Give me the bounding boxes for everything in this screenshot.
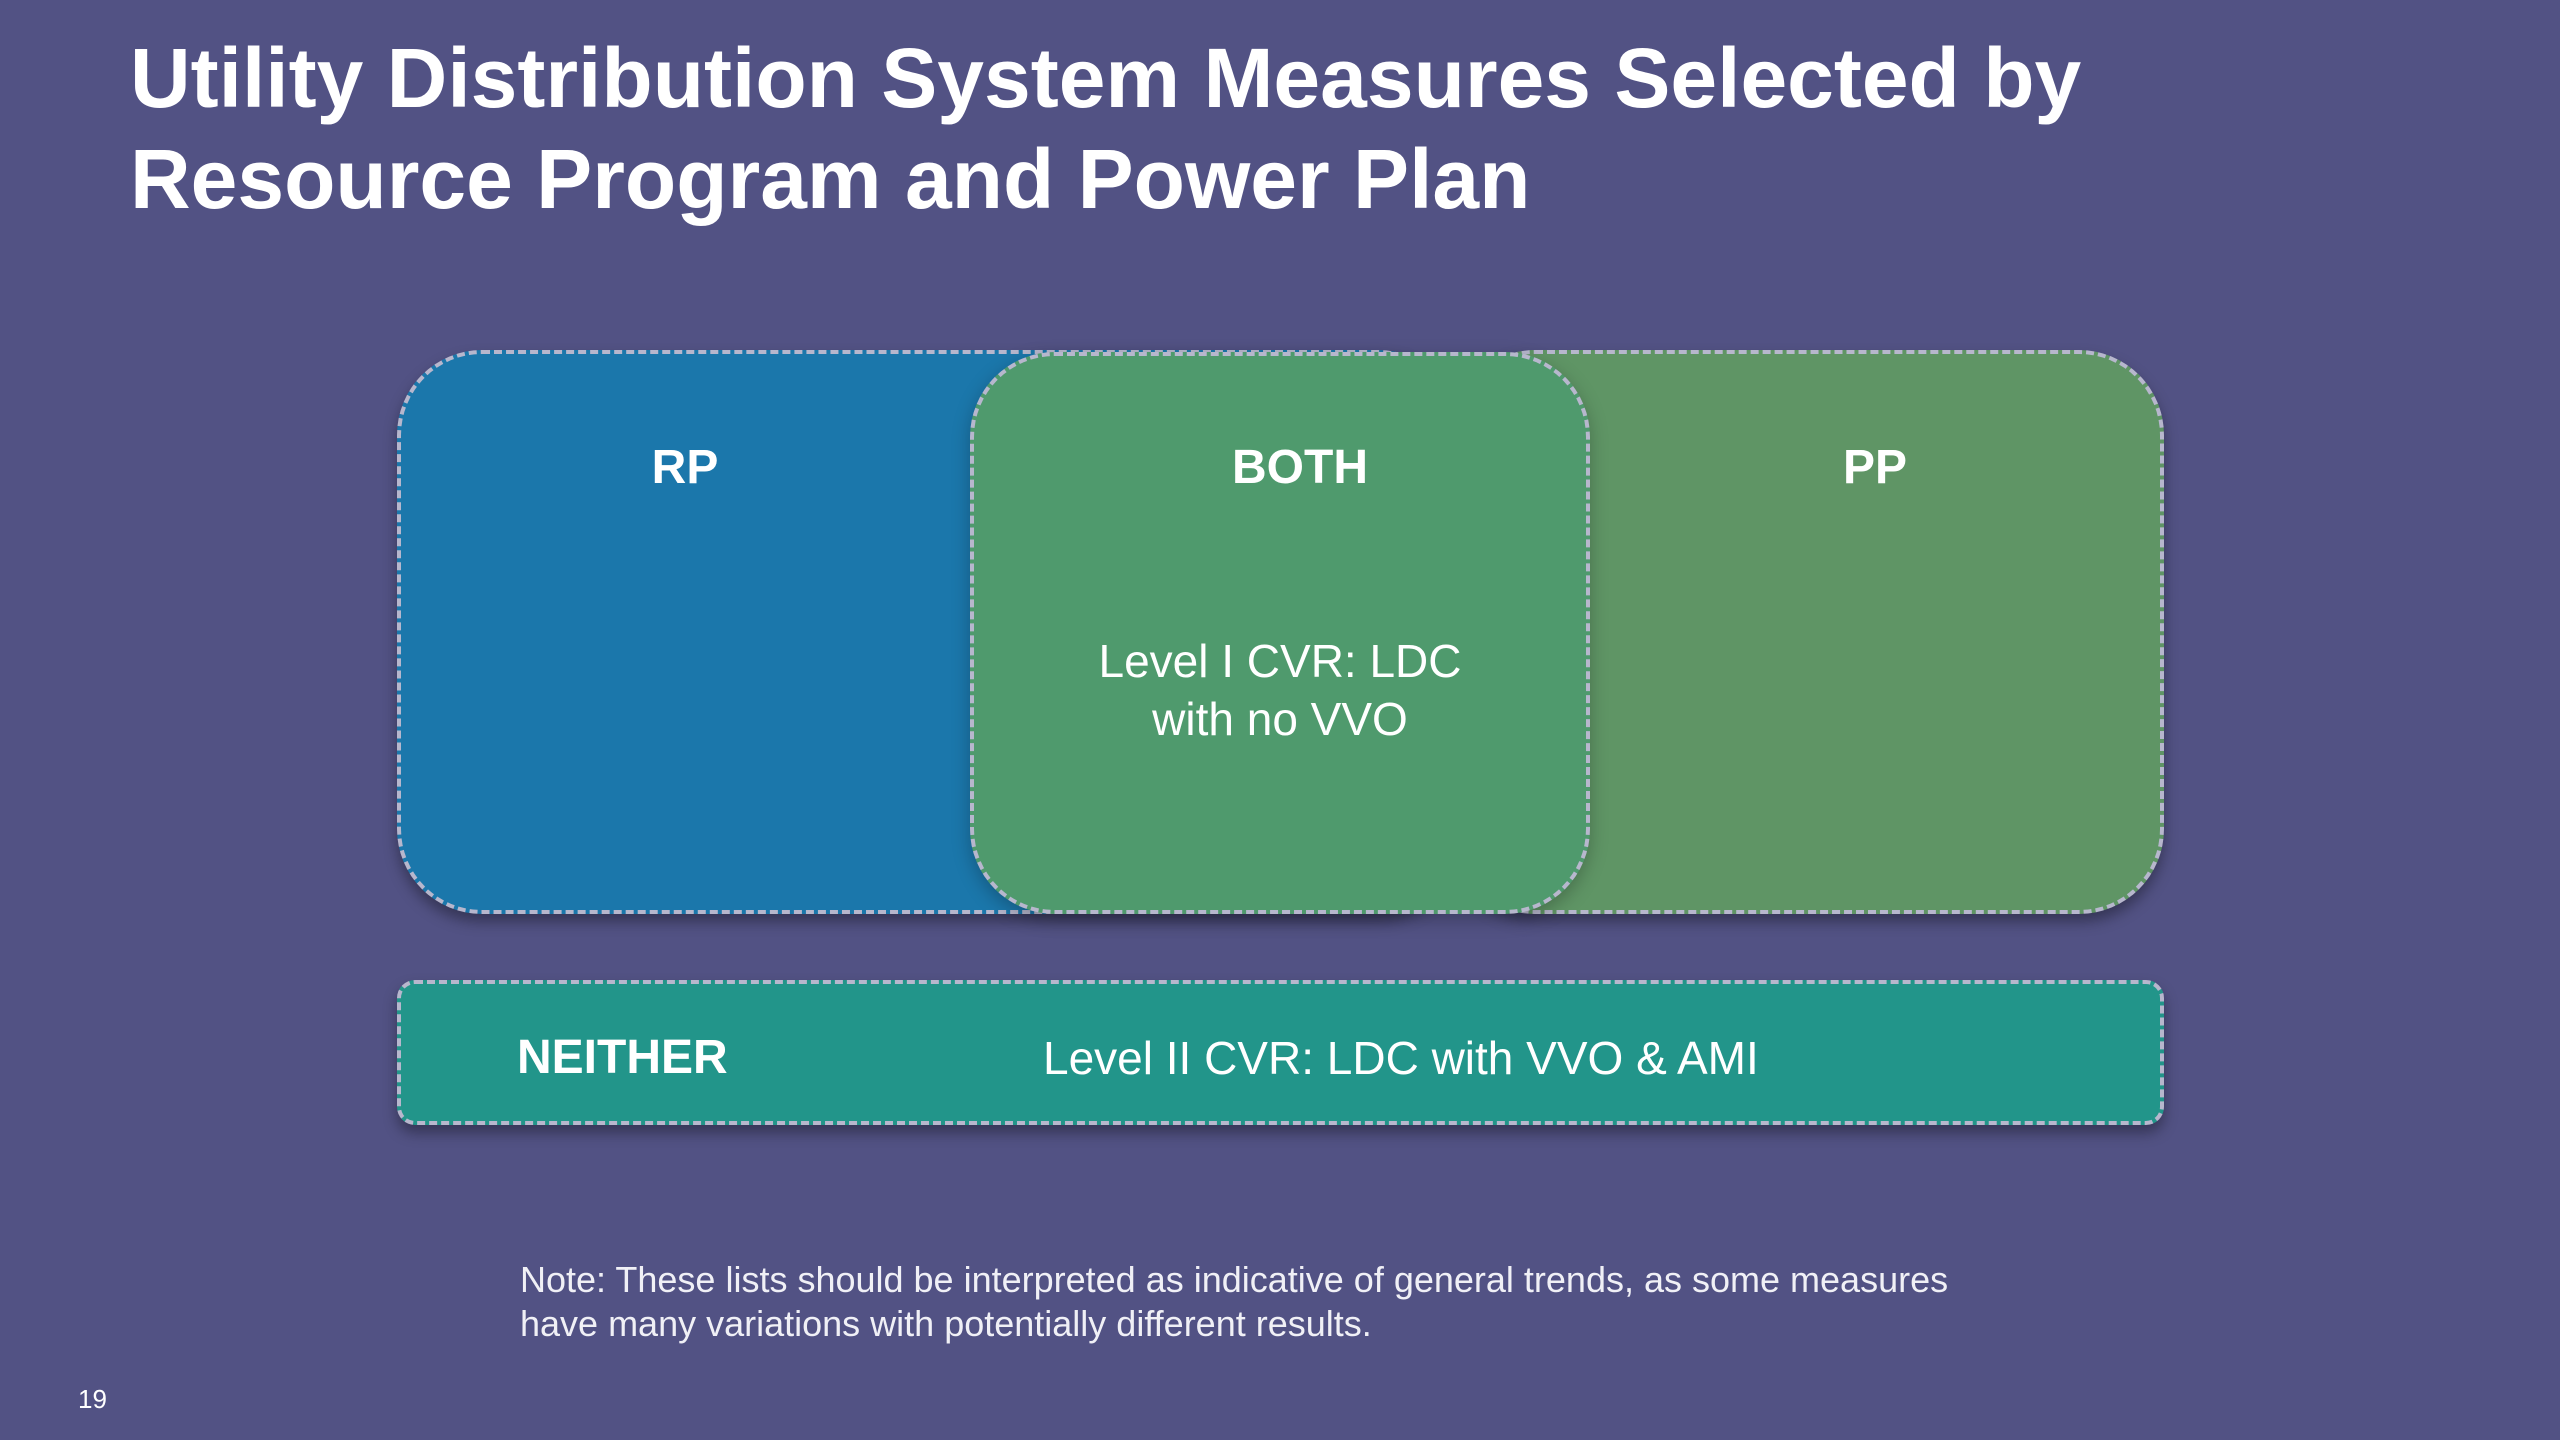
footnote-line-2: have many variations with potentially di… [520, 1303, 1372, 1344]
both-measure-line-2: with no VVO [1152, 693, 1408, 745]
slide-title-line-1: Utility Distribution System Measures Sel… [130, 31, 2082, 125]
footnote-line-1: Note: These lists should be interpreted … [520, 1259, 1949, 1300]
page-number: 19 [78, 1384, 107, 1414]
slide-title-line-2: Resource Program and Power Plan [130, 132, 1531, 226]
rp-label: RP [651, 441, 719, 494]
slide-title: Utility Distribution System Measures Sel… [130, 28, 2430, 230]
both-label: BOTH [1232, 441, 1368, 494]
both-measure: Level I CVR: LDC with no VVO [1050, 632, 1510, 748]
both-measure-line-1: Level I CVR: LDC [1098, 635, 1462, 687]
neither-label: NEITHER [517, 1031, 728, 1084]
neither-measure: Level II CVR: LDC with VVO & AMI [1043, 1032, 1759, 1084]
neither-region [397, 980, 2164, 1125]
footnote: Note: These lists should be interpreted … [520, 1258, 2120, 1346]
both-region [970, 352, 1590, 914]
pp-label: PP [1842, 441, 1908, 494]
